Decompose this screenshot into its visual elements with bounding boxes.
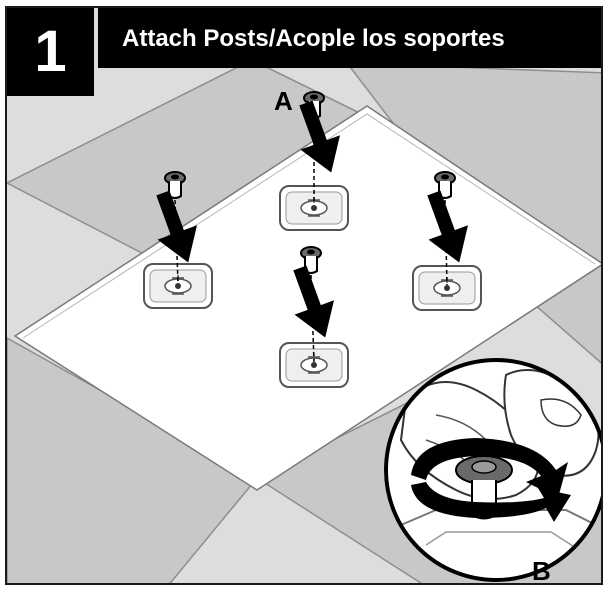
zoom-inset <box>384 358 601 582</box>
base-panel-edge <box>22 113 596 339</box>
rotate-arrow-icon <box>411 438 568 498</box>
instruction-panel: Attach Posts/Acople los soportes 1 A B <box>5 6 603 585</box>
header-bar: Attach Posts/Acople los soportes <box>98 8 601 68</box>
post-socket-left <box>143 263 213 309</box>
callout-b: B <box>532 556 551 585</box>
step-title: Attach Posts/Acople los soportes <box>122 25 505 52</box>
down-arrows <box>156 100 468 338</box>
callout-a: A <box>274 86 293 116</box>
post-socket-top <box>279 185 349 231</box>
post-icon <box>164 171 186 284</box>
down-arrow-icon <box>299 100 340 173</box>
down-arrow-icon <box>293 265 334 338</box>
post-socket-right <box>412 265 482 311</box>
down-arrow-icon <box>427 190 468 263</box>
assembly-illustration <box>7 8 601 583</box>
rotate-arrow-icon <box>411 482 571 522</box>
post-socket-bottom <box>279 342 349 388</box>
down-arrow-icon <box>156 190 197 263</box>
step-number: 1 <box>7 8 94 96</box>
